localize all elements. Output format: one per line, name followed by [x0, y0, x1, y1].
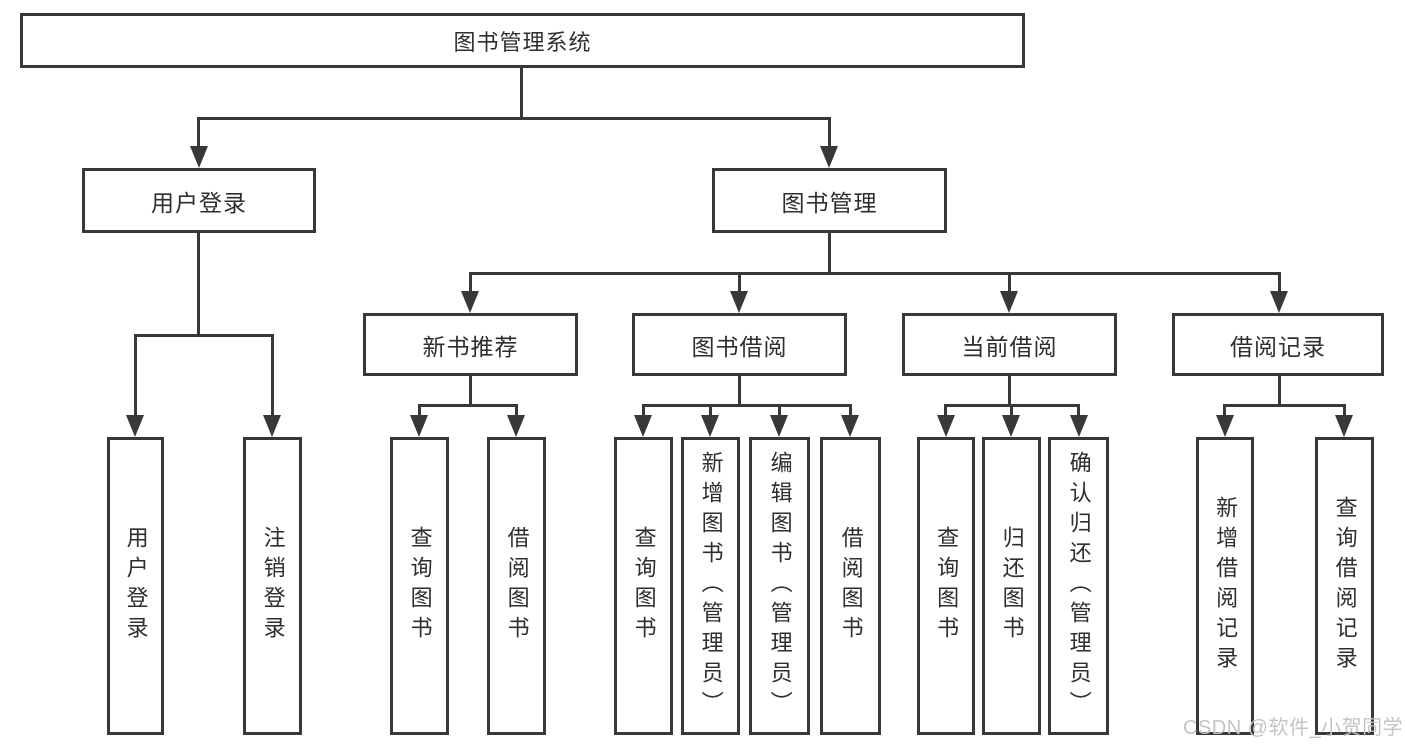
node-label: 当前借阅: [961, 333, 1058, 360]
connector-mgmt-drop-1: [469, 272, 472, 293]
connector-borrowing-drop-2: [709, 404, 712, 417]
node-label: 图书管理系统: [453, 29, 592, 55]
leaf-label: 查询图书: [934, 526, 960, 646]
csdn-watermark: CSDN @软件_小贺同学: [1183, 717, 1404, 739]
connector-mgmt-drop-3: [1008, 272, 1011, 293]
arrow-down-icon: [410, 415, 428, 437]
node-book-borrowing: 图书借阅: [632, 313, 847, 376]
leaf-add-books-admin: 新增图书（管理员）: [681, 437, 740, 735]
connector-recommend-drop-1: [418, 404, 421, 417]
connector-current-drop-2: [1010, 404, 1013, 417]
connector-login-drop-2: [271, 334, 274, 417]
leaf-label: 新增图书（管理员）: [698, 451, 724, 721]
arrow-down-icon: [1070, 415, 1088, 437]
arrow-down-icon: [820, 146, 838, 168]
connector-mgmt-hline: [469, 272, 1281, 275]
leaf-label: 编辑图书（管理员）: [767, 451, 793, 721]
connector-records-drop-1: [1223, 404, 1226, 417]
node-label: 借阅记录: [1230, 333, 1326, 360]
connector-borrowing-drop-4: [849, 404, 852, 417]
arrow-down-icon: [126, 415, 144, 437]
connector-current-drop-1: [944, 404, 947, 417]
arrow-down-icon: [1000, 291, 1018, 313]
arrow-down-icon: [1270, 291, 1288, 313]
node-library-management-system: 图书管理系统: [20, 13, 1025, 68]
leaf-add-borrow-record: 新增借阅记录: [1196, 437, 1254, 735]
arrow-down-icon: [841, 415, 859, 437]
arrow-down-icon: [461, 291, 479, 313]
node-book-management: 图书管理: [712, 168, 947, 233]
leaf-label: 借阅图书: [838, 526, 864, 646]
connector-current-drop-3: [1077, 404, 1080, 417]
leaf-label: 查询图书: [407, 526, 433, 646]
connector-borrowing-drop-1: [642, 404, 645, 417]
leaf-label: 查询借阅记录: [1332, 496, 1358, 676]
connector-borrowing-stem: [738, 376, 741, 407]
node-borrowing-records: 借阅记录: [1172, 313, 1384, 376]
arrow-down-icon: [1002, 415, 1020, 437]
connector-root-drop-right: [828, 117, 831, 148]
arrow-down-icon: [507, 415, 525, 437]
connector-recommend-drop-2: [515, 404, 518, 417]
node-label: 图书管理: [781, 189, 878, 216]
arrow-down-icon: [1335, 415, 1353, 437]
leaf-confirm-return-admin: 确认归还（管理员）: [1048, 437, 1109, 735]
leaf-label: 注销登录: [260, 526, 286, 646]
leaf-label: 用户登录: [123, 526, 149, 646]
node-label: 图书借阅: [691, 333, 788, 360]
leaf-borrow-books-recommend: 借阅图书: [487, 437, 546, 735]
connector-borrowing-drop-3: [778, 404, 781, 417]
connector-mgmt-drop-4: [1278, 272, 1281, 293]
connector-records-hline: [1223, 404, 1346, 407]
connector-mgmt-stem: [828, 233, 831, 275]
connector-root-drop-left: [197, 117, 200, 148]
connector-login-hline: [134, 334, 274, 337]
connector-recommend-stem: [469, 376, 472, 407]
arrow-down-icon: [263, 415, 281, 437]
leaf-label: 确认归还（管理员）: [1066, 451, 1092, 721]
leaf-label: 查询图书: [631, 526, 657, 646]
leaf-query-books-current: 查询图书: [917, 437, 975, 735]
leaf-query-books-borrowing: 查询图书: [614, 437, 673, 735]
connector-login-stem: [197, 233, 200, 336]
leaf-user-login: 用户登录: [107, 437, 164, 735]
arrow-down-icon: [701, 415, 719, 437]
connector-login-drop-1: [134, 334, 137, 417]
connector-root-hline: [197, 117, 831, 120]
connector-recommend-hline: [418, 404, 518, 407]
leaf-return-books: 归还图书: [982, 437, 1041, 735]
connector-borrowing-hline: [642, 404, 852, 407]
arrow-down-icon: [770, 415, 788, 437]
connector-current-stem: [1008, 376, 1011, 407]
arrow-down-icon: [730, 291, 748, 313]
arrow-down-icon: [634, 415, 652, 437]
leaf-query-borrow-record: 查询借阅记录: [1315, 437, 1374, 735]
connector-records-drop-2: [1343, 404, 1346, 417]
node-label: 新书推荐: [422, 333, 519, 360]
leaf-logout: 注销登录: [243, 437, 302, 735]
connector-mgmt-drop-2: [738, 272, 741, 293]
leaf-edit-books-admin: 编辑图书（管理员）: [749, 437, 810, 735]
connector-root-stem: [520, 68, 523, 118]
node-label: 用户登录: [151, 189, 247, 216]
leaf-query-books-recommend: 查询图书: [390, 437, 449, 735]
arrow-down-icon: [190, 146, 208, 168]
leaf-label: 新增借阅记录: [1213, 496, 1239, 676]
connector-records-stem: [1278, 376, 1281, 407]
leaf-borrow-books-borrowing: 借阅图书: [820, 437, 881, 735]
leaf-label: 归还图书: [999, 526, 1025, 646]
node-new-book-recommendation: 新书推荐: [363, 313, 578, 376]
arrow-down-icon: [937, 415, 955, 437]
arrow-down-icon: [1216, 415, 1234, 437]
node-current-borrowing: 当前借阅: [902, 313, 1117, 376]
node-user-login: 用户登录: [82, 168, 316, 233]
leaf-label: 借阅图书: [504, 526, 530, 646]
